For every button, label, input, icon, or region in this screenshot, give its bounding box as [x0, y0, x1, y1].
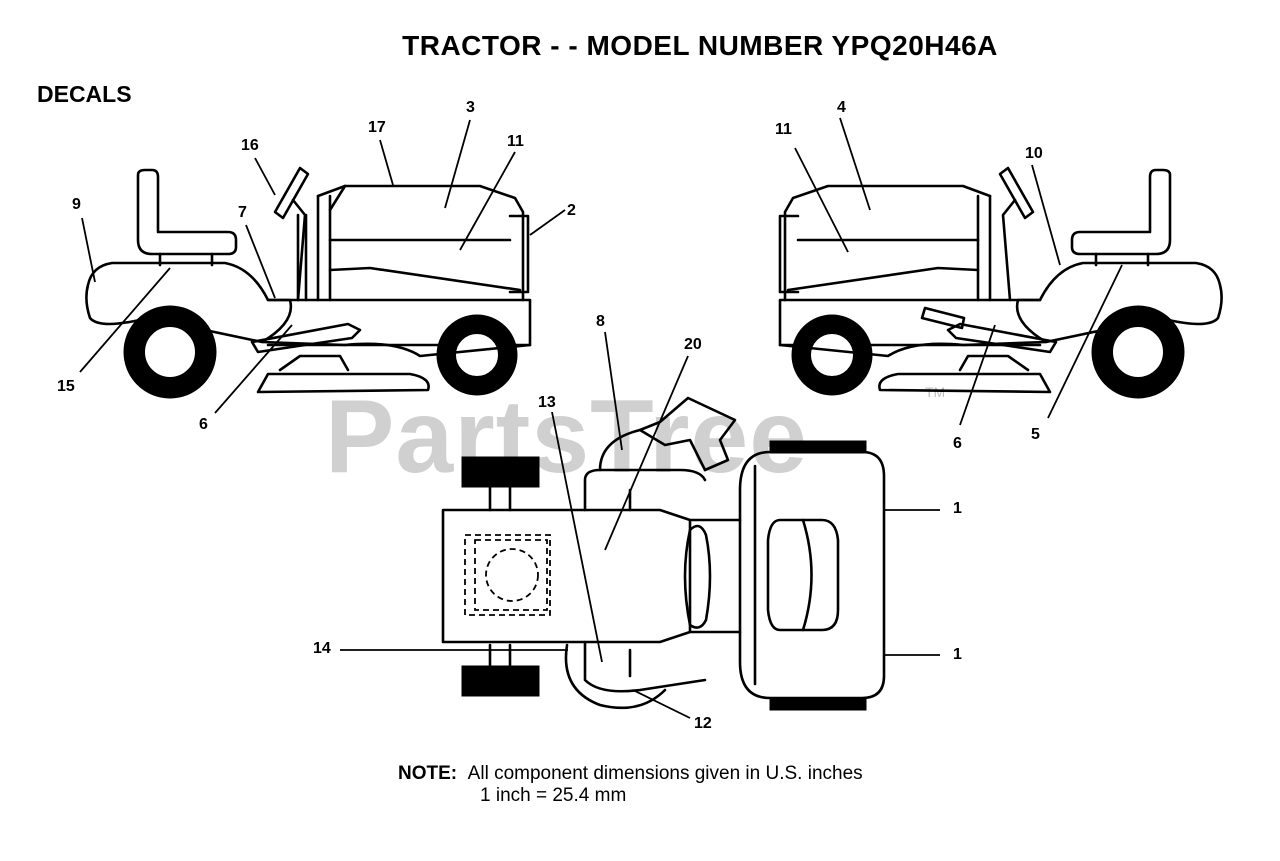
callout-16: 16	[241, 137, 259, 154]
callout-15: 15	[57, 378, 75, 395]
leader-lines	[79, 117, 1123, 719]
callout-11-right: 11	[775, 121, 792, 138]
callout-4: 4	[837, 99, 846, 116]
callout-11-left: 11	[507, 133, 524, 150]
callout-8: 8	[596, 313, 605, 330]
page-title: TRACTOR - - MODEL NUMBER YPQ20H46A	[402, 30, 998, 61]
watermark-trademark: TM	[925, 384, 946, 400]
top-view-tractor	[441, 396, 886, 711]
section-label: DECALS	[37, 81, 132, 107]
callout-6-right: 6	[953, 435, 962, 452]
dimension-note: NOTE: All component dimensions given in …	[398, 763, 863, 806]
callout-10: 10	[1025, 145, 1043, 162]
callout-20: 20	[684, 336, 702, 353]
callout-12: 12	[694, 715, 712, 732]
callout-17: 17	[368, 119, 386, 136]
callout-13: 13	[538, 394, 556, 411]
callout-9: 9	[72, 196, 81, 213]
callout-14: 14	[313, 640, 331, 657]
left-side-tractor	[85, 166, 532, 399]
callout-3: 3	[466, 99, 475, 116]
right-side-tractor	[778, 166, 1223, 399]
callout-7: 7	[238, 204, 247, 221]
callout-5: 5	[1031, 426, 1040, 443]
note-label: NOTE:	[398, 763, 458, 784]
callout-2: 2	[567, 202, 576, 219]
callout-1-top: 1	[953, 500, 962, 517]
watermark: PartsTree	[325, 379, 809, 495]
note-line-2: 1 inch = 25.4 mm	[480, 785, 627, 806]
callout-6-left: 6	[199, 416, 208, 433]
callout-1-bottom: 1	[953, 646, 962, 663]
note-line-1: All component dimensions given in U.S. i…	[467, 763, 863, 784]
